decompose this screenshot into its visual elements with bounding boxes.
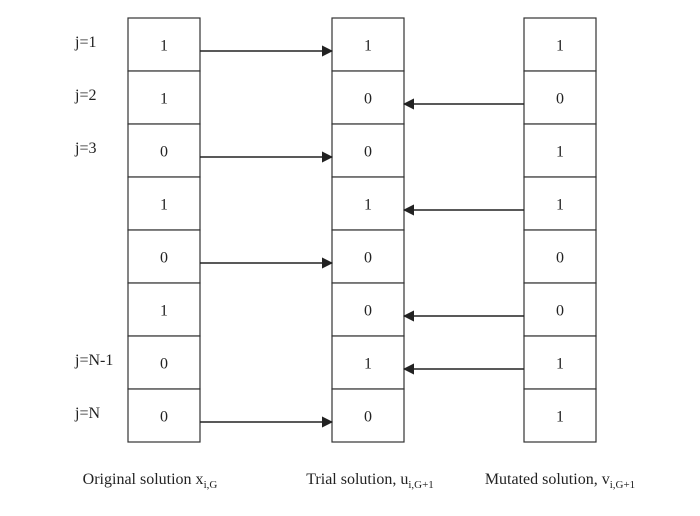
- original-solution-cell: 0: [127, 123, 201, 178]
- mutated-cell-box: [523, 335, 597, 390]
- original-cell-value: 1: [160, 91, 168, 108]
- trial-cell-box: [331, 176, 405, 231]
- original-cell-box: [127, 70, 201, 125]
- trial-solution-cell: 1: [331, 176, 405, 231]
- mutated-solution-cell: 1: [523, 388, 597, 443]
- mutated-cell-box: [523, 17, 597, 72]
- mutated-solution-cell: 1: [523, 335, 597, 390]
- original-solution-column: 1 1 0 1 0 1 0 0: [127, 17, 201, 443]
- original-solution-cell: 0: [127, 335, 201, 390]
- trial-cell-box: [331, 282, 405, 337]
- original-cell-value: 0: [160, 409, 168, 426]
- trial-cell-value: 0: [364, 250, 372, 267]
- original-cell-box: [127, 176, 201, 231]
- mutated-solution-cell: 1: [523, 17, 597, 72]
- trial-solution-cell: 1: [331, 17, 405, 72]
- original-cell-box: [127, 123, 201, 178]
- mutated-solution-cell: 1: [523, 176, 597, 231]
- trial-cell-value: 1: [364, 197, 372, 214]
- original-solution-cell: 0: [127, 229, 201, 284]
- trial-solution-cell: 1: [331, 335, 405, 390]
- mutated-solution-column: 1 0 1 1 0 0 1 1: [523, 17, 597, 443]
- mutated-cell-value: 1: [556, 356, 564, 373]
- mutated-cell-box: [523, 70, 597, 125]
- mutated-solution-cell: 0: [523, 229, 597, 284]
- trial-solution-cell: 0: [331, 229, 405, 284]
- trial-cell-box: [331, 388, 405, 443]
- original-cell-value: 0: [160, 250, 168, 267]
- original-solution-cell: 1: [127, 17, 201, 72]
- trial-solution-caption: Trial solution, ui,G+1: [306, 471, 434, 491]
- trial-solution-column: 1 0 0 1 0 0 1 0: [331, 17, 405, 443]
- row-label: j=N-1: [74, 352, 113, 369]
- mutated-solution-cell: 0: [523, 282, 597, 337]
- trial-solution-cell: 0: [331, 123, 405, 178]
- mutated-cell-value: 0: [556, 250, 564, 267]
- original-cell-box: [127, 282, 201, 337]
- original-solution-cell: 0: [127, 388, 201, 443]
- trial-cell-box: [331, 123, 405, 178]
- mutated-cell-box: [523, 388, 597, 443]
- mutated-cell-value: 0: [556, 303, 564, 320]
- trial-solution-cell: 0: [331, 282, 405, 337]
- trial-cell-value: 0: [364, 91, 372, 108]
- trial-solution-cell: 0: [331, 388, 405, 443]
- row-labels: j=1 j=2 j=3 j=N-1 j=N: [74, 34, 113, 422]
- mutated-solution-cell: 0: [523, 70, 597, 125]
- mutated-cell-value: 0: [556, 91, 564, 108]
- original-cell-value: 1: [160, 197, 168, 214]
- trial-cell-value: 0: [364, 144, 372, 161]
- mutated-cell-value: 1: [556, 409, 564, 426]
- trial-cell-value: 0: [364, 409, 372, 426]
- mutated-solution-caption: Mutated solution, vi,G+1: [485, 471, 635, 491]
- trial-cell-box: [331, 70, 405, 125]
- row-label: j=1: [74, 34, 96, 51]
- original-solution-caption: Original solution xi,G: [83, 471, 218, 491]
- mutated-cell-box: [523, 123, 597, 178]
- mutated-cell-box: [523, 229, 597, 284]
- mutated-cell-box: [523, 282, 597, 337]
- mutated-cell-value: 1: [556, 38, 564, 55]
- original-cell-box: [127, 17, 201, 72]
- row-label: j=2: [74, 87, 96, 104]
- mutated-cell-value: 1: [556, 144, 564, 161]
- original-cell-value: 0: [160, 144, 168, 161]
- row-label: j=N: [74, 405, 100, 422]
- row-label: j=3: [74, 140, 96, 157]
- trial-solution-cell: 0: [331, 70, 405, 125]
- original-solution-cell: 1: [127, 70, 201, 125]
- trial-cell-value: 1: [364, 38, 372, 55]
- crossover-arrows: [200, 45, 524, 428]
- trial-cell-value: 1: [364, 356, 372, 373]
- trial-cell-value: 0: [364, 303, 372, 320]
- original-cell-value: 1: [160, 303, 168, 320]
- original-solution-cell: 1: [127, 176, 201, 231]
- original-solution-cell: 1: [127, 282, 201, 337]
- original-cell-box: [127, 388, 201, 443]
- mutated-cell-box: [523, 176, 597, 231]
- original-cell-value: 1: [160, 38, 168, 55]
- mutated-solution-cell: 1: [523, 123, 597, 178]
- original-cell-value: 0: [160, 356, 168, 373]
- mutated-cell-value: 1: [556, 197, 564, 214]
